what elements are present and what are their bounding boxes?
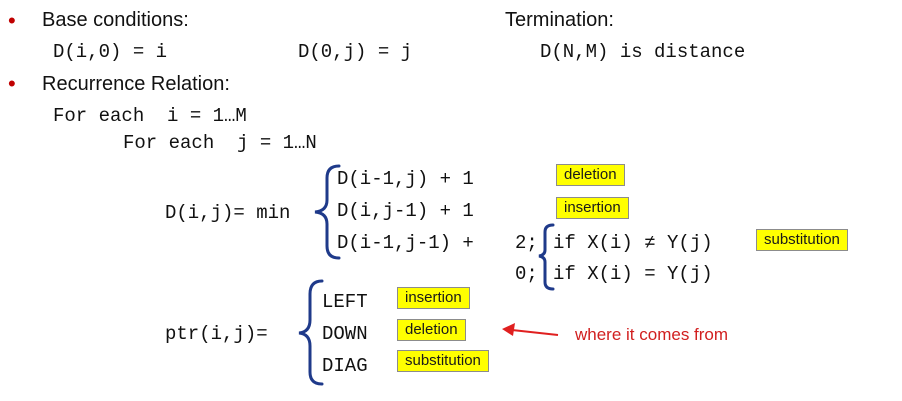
- recurrence-heading: Recurrence Relation:: [42, 73, 230, 95]
- case-brace-icon: [538, 223, 555, 291]
- outer-loop: For each i = 1…M: [53, 105, 247, 127]
- arrow-left-icon: [502, 323, 559, 336]
- recurrence-row-deletion: D(i-1,j) + 1: [337, 168, 474, 190]
- inner-loop: For each j = 1…N: [123, 132, 317, 154]
- case-b-condition: if X(i) = Y(j): [553, 263, 713, 285]
- recurrence-row-substitution: D(i-1,j-1) +: [337, 232, 474, 254]
- where-it-comes-from-note: where it comes from: [575, 325, 729, 344]
- recurrence-row-insertion: D(i,j-1) + 1: [337, 200, 474, 222]
- pointer-diag: DIAG: [322, 355, 368, 377]
- pointer-brace-icon: [298, 279, 324, 386]
- pointer-deletion-tag: deletion: [397, 319, 466, 341]
- pointer-lhs: ptr(i,j)=: [165, 323, 268, 345]
- substitution-tag: substitution: [756, 229, 848, 251]
- case-a-value: 2;: [515, 232, 538, 254]
- base-conditions-heading: Base conditions:: [42, 9, 189, 31]
- bullet-icon: •: [8, 8, 16, 33]
- recurrence-lhs: D(i,j)= min: [165, 202, 291, 224]
- termination-statement: D(N,M) is distance: [540, 41, 746, 63]
- case-a-condition: if X(i) ≠ Y(j): [553, 232, 713, 254]
- case-b-value: 0;: [515, 263, 538, 285]
- pointer-substitution-tag: substitution: [397, 350, 489, 372]
- pointer-insertion-tag: insertion: [397, 287, 470, 309]
- base-condition-d-i0: D(i,0) = i: [53, 41, 168, 63]
- pointer-down: DOWN: [322, 323, 368, 345]
- base-condition-d-0j: D(0,j) = j: [298, 41, 413, 63]
- termination-heading: Termination:: [505, 9, 614, 31]
- pointer-left: LEFT: [322, 291, 368, 313]
- min-brace-icon: [314, 164, 341, 260]
- deletion-tag: deletion: [556, 164, 625, 186]
- insertion-tag: insertion: [556, 197, 629, 219]
- bullet-icon: •: [8, 71, 16, 96]
